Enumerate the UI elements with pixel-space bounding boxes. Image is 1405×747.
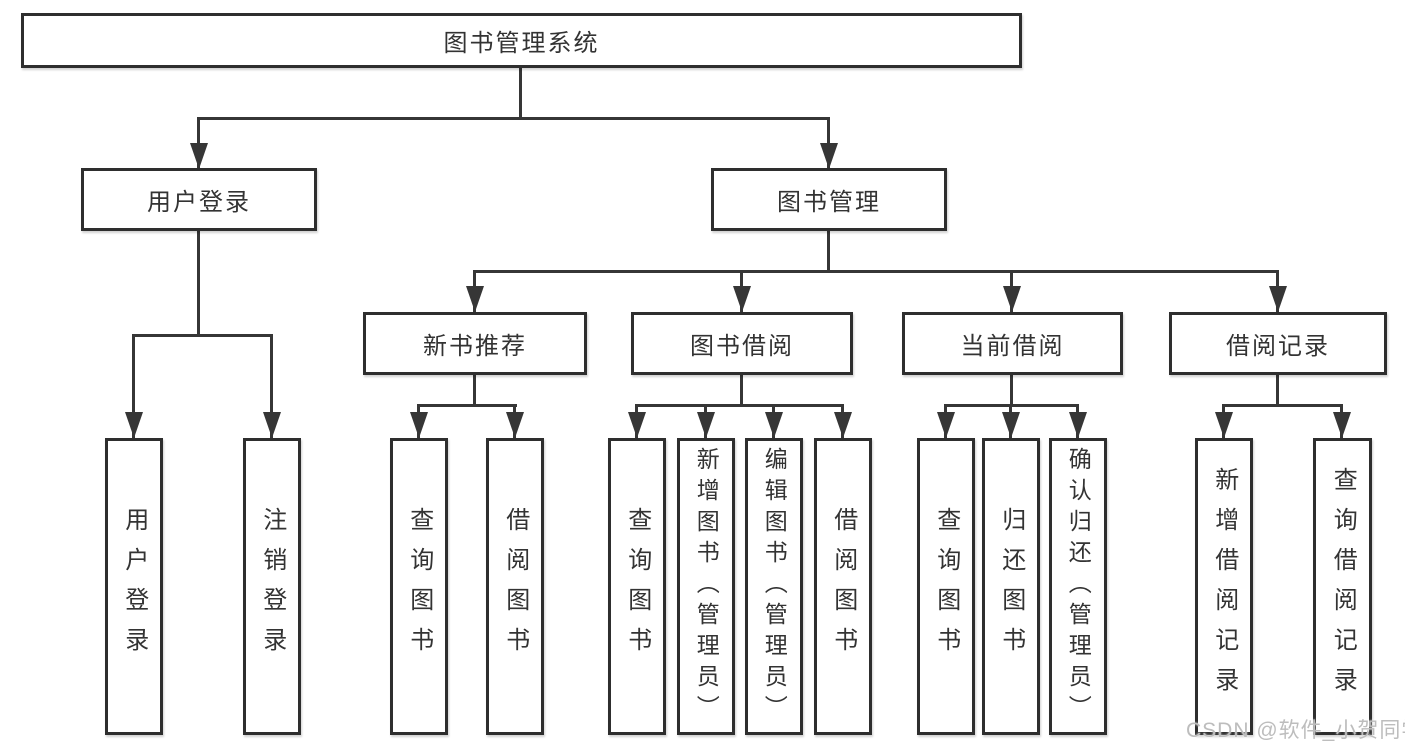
node-user-login-leaf: 用户登录 — [105, 438, 163, 735]
connector-line — [1276, 373, 1279, 406]
node-label: 注销登录 — [258, 506, 286, 667]
arrowhead-down-icon — [697, 412, 715, 438]
connector-line — [197, 231, 200, 336]
node-new-book-recommend: 新书推荐 — [363, 312, 587, 375]
node-book-management: 图书管理 — [711, 168, 947, 231]
arrowhead-down-icon — [125, 412, 143, 438]
arrowhead-down-icon — [733, 286, 751, 312]
arrowhead-down-icon — [937, 412, 955, 438]
node-label: 图书借阅 — [690, 333, 794, 360]
node-label: 新书推荐 — [423, 333, 527, 360]
node-label: 借阅图书 — [829, 506, 857, 667]
connector-line — [827, 231, 830, 272]
node-label: 借阅记录 — [1226, 333, 1330, 360]
arrowhead-down-icon — [190, 143, 208, 169]
connector-line — [417, 404, 517, 407]
node-return-books: 归还图书 — [982, 438, 1040, 735]
connector-line — [197, 117, 830, 120]
node-label: 用户登录 — [147, 189, 251, 216]
node-query-borrow-record: 查询借阅记录 — [1313, 438, 1372, 735]
arrowhead-down-icon — [410, 412, 428, 438]
node-add-books-admin: 新增图书（管理员） — [677, 438, 735, 735]
arrowhead-down-icon — [820, 143, 838, 169]
arrowhead-down-icon — [1003, 286, 1021, 312]
arrowhead-down-icon — [1269, 286, 1287, 312]
node-current-borrow: 当前借阅 — [902, 312, 1123, 375]
connector-line — [519, 67, 522, 119]
connector-line — [132, 334, 135, 438]
arrowhead-down-icon — [1069, 412, 1087, 438]
arrowhead-down-icon — [834, 412, 852, 438]
arrowhead-down-icon — [263, 412, 281, 438]
watermark: CSDN @软件_小贺同学 — [1186, 719, 1405, 742]
node-query-books-recommend: 查询图书 — [390, 438, 448, 735]
arrowhead-down-icon — [765, 412, 783, 438]
arrowhead-down-icon — [1333, 412, 1351, 438]
arrowhead-down-icon — [628, 412, 646, 438]
connector-line — [1222, 404, 1343, 407]
node-logout-leaf: 注销登录 — [243, 438, 301, 735]
node-label: 图书管理 — [777, 189, 881, 216]
arrowhead-down-icon — [466, 286, 484, 312]
connector-line — [740, 373, 743, 406]
node-edit-books-admin: 编辑图书（管理员） — [745, 438, 803, 735]
node-library-management-system: 图书管理系统 — [21, 13, 1022, 68]
arrowhead-down-icon — [1215, 412, 1233, 438]
connector-line — [132, 334, 273, 337]
node-user-login: 用户登录 — [81, 168, 317, 231]
node-label: 查询图书 — [405, 506, 433, 667]
node-confirm-return-admin: 确认归还（管理员） — [1049, 438, 1107, 735]
node-add-borrow-record: 新增借阅记录 — [1195, 438, 1253, 735]
node-query-books-current: 查询图书 — [917, 438, 975, 735]
node-label: 查询借阅记录 — [1329, 466, 1357, 707]
node-label: 新增图书（管理员） — [693, 447, 720, 726]
node-label: 归还图书 — [997, 506, 1025, 667]
arrowhead-down-icon — [506, 412, 524, 438]
node-label: 查询图书 — [623, 506, 651, 667]
node-book-borrow: 图书借阅 — [631, 312, 853, 375]
connector-line — [635, 404, 844, 407]
node-borrow-records: 借阅记录 — [1169, 312, 1387, 375]
connector-line — [270, 334, 273, 438]
node-label: 编辑图书（管理员） — [761, 447, 788, 726]
arrowhead-down-icon — [1002, 412, 1020, 438]
node-label: 借阅图书 — [501, 506, 529, 667]
node-borrow-books-recommend: 借阅图书 — [486, 438, 544, 735]
connector-line — [1010, 373, 1013, 406]
node-label: 查询图书 — [932, 506, 960, 667]
node-label: 用户登录 — [120, 506, 148, 667]
node-label: 当前借阅 — [960, 333, 1065, 360]
node-borrow-books-leaf: 借阅图书 — [814, 438, 872, 735]
connector-line — [473, 373, 476, 406]
node-label: 图书管理系统 — [443, 30, 600, 57]
node-query-books-borrow: 查询图书 — [608, 438, 666, 735]
connector-line — [473, 270, 1279, 273]
node-label: 确认归还（管理员） — [1065, 447, 1092, 726]
node-label: 新增借阅记录 — [1210, 466, 1238, 707]
